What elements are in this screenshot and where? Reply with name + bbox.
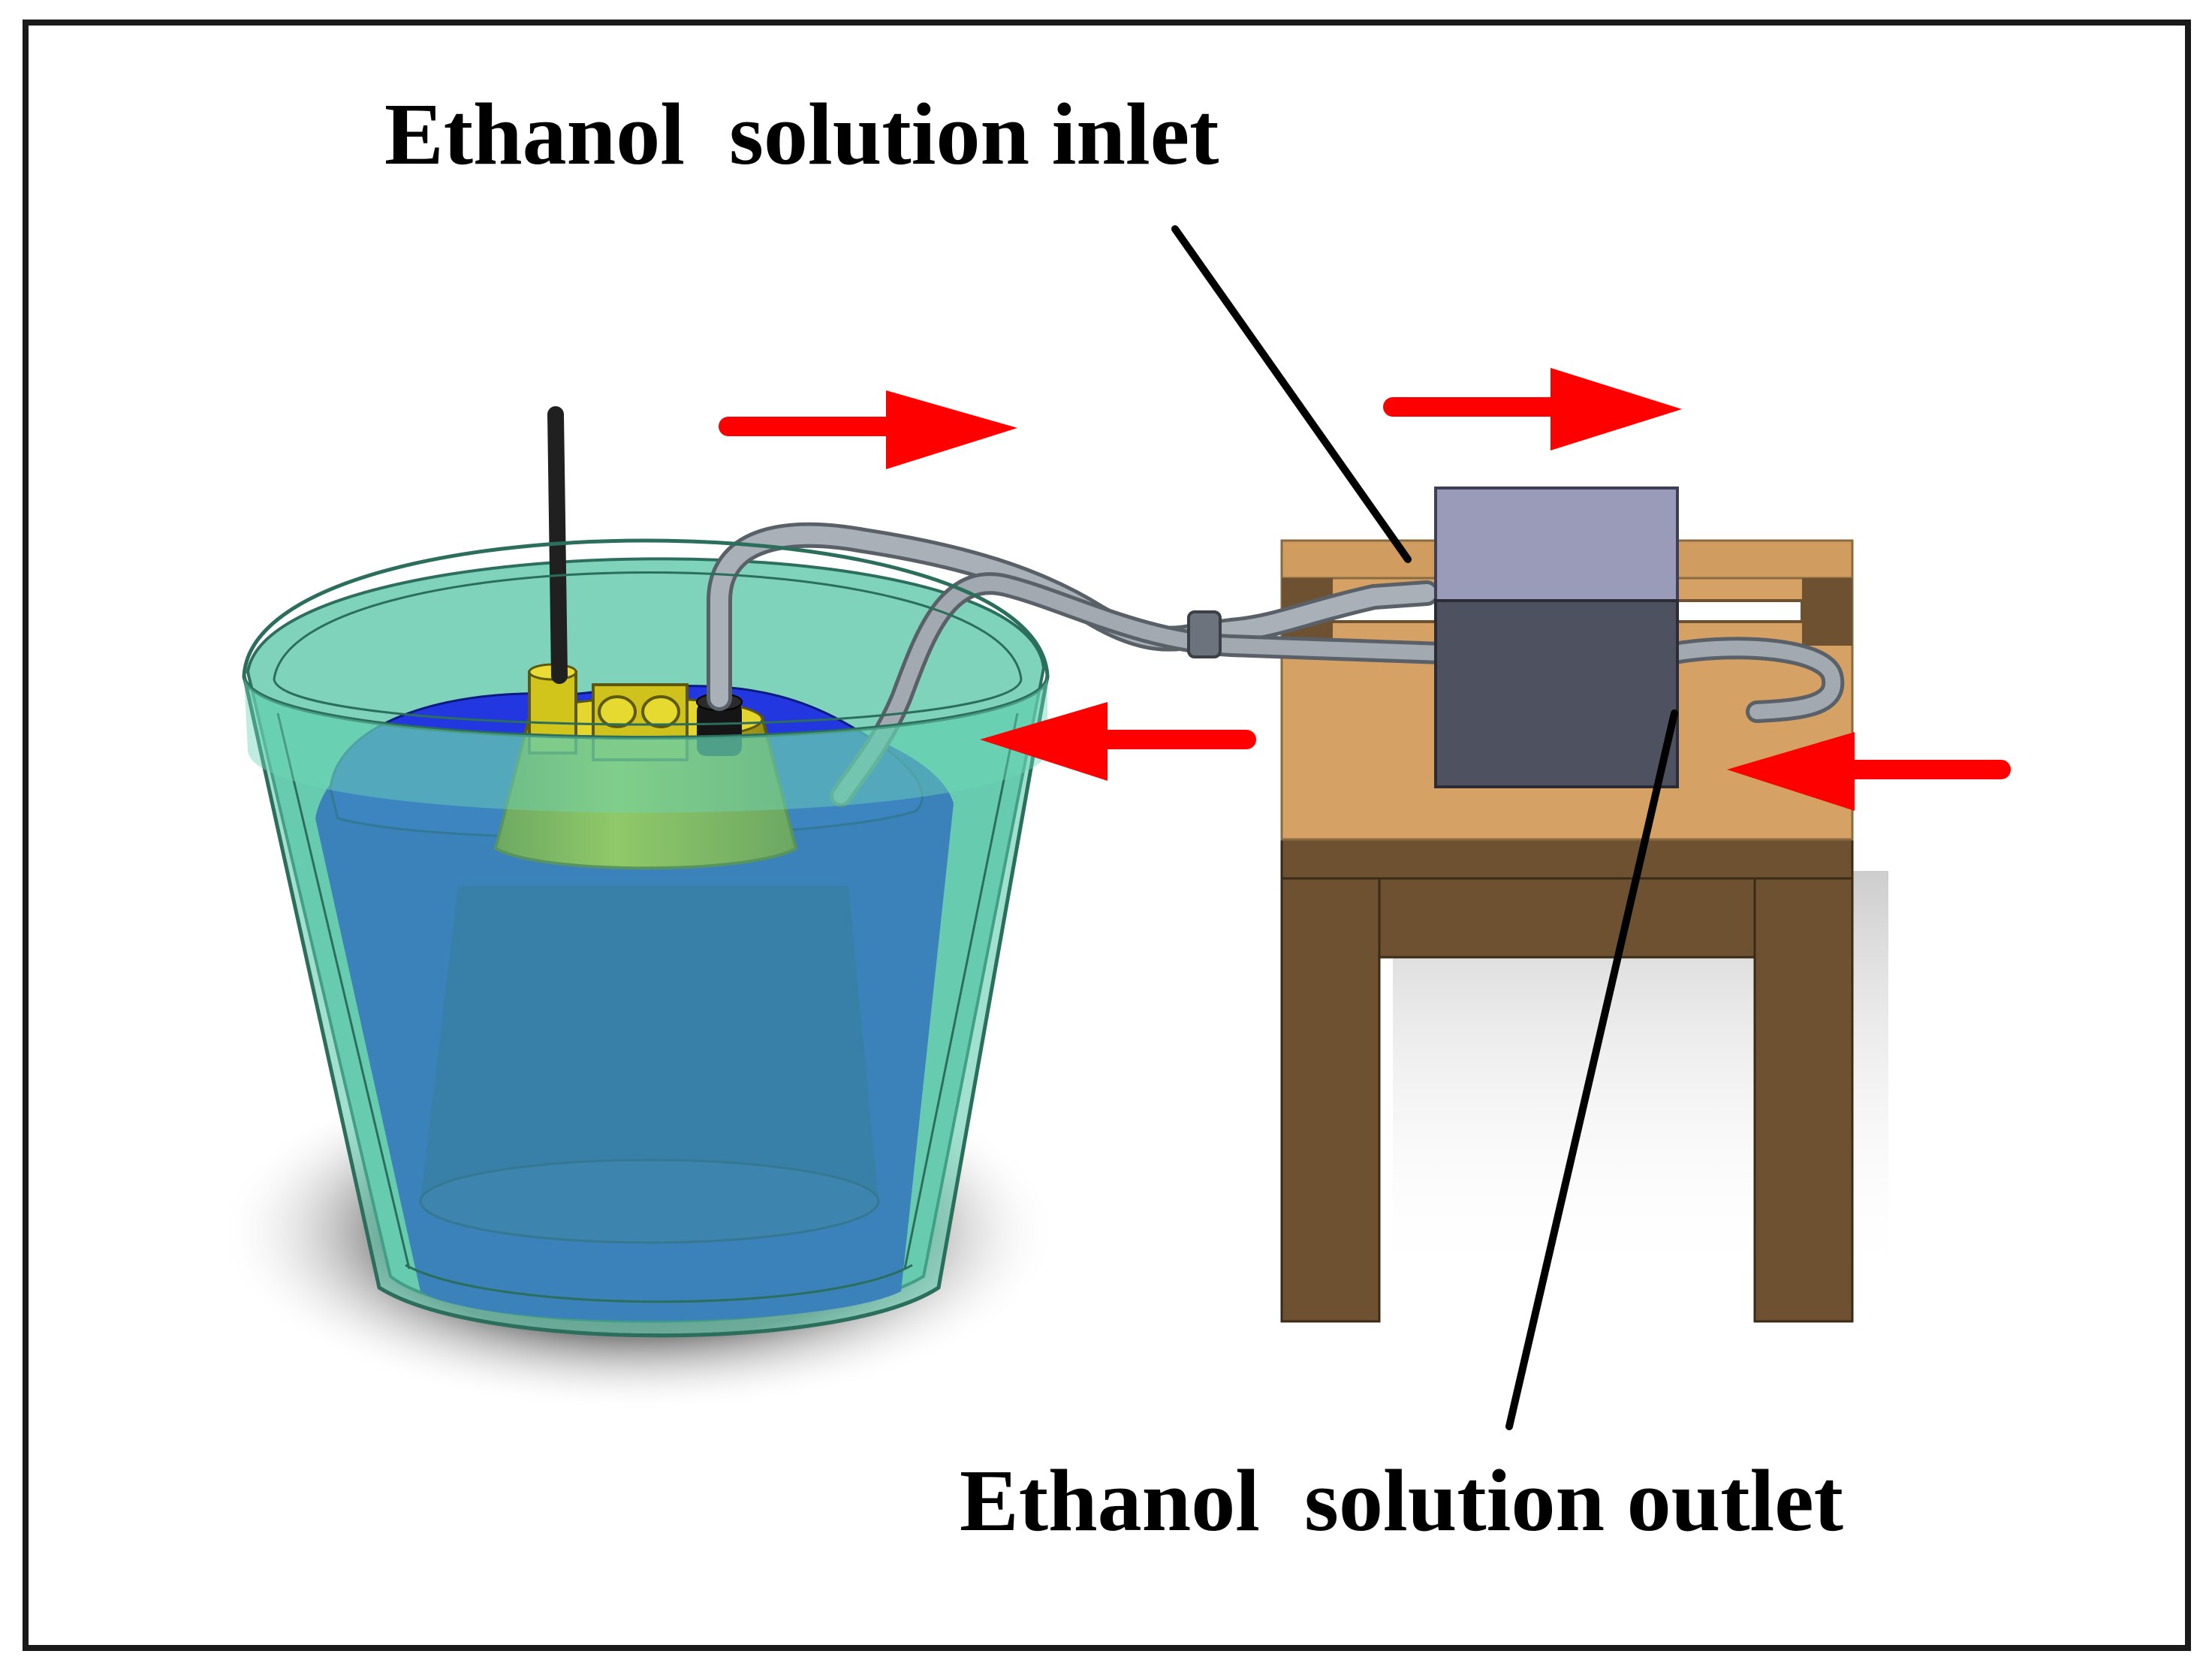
bucket-bottom-rim	[378, 1285, 940, 1338]
bucket-bottom-rim-inner	[405, 1264, 913, 1303]
table-leg-right	[1753, 873, 1854, 1323]
arrow-left-icon	[980, 702, 1256, 781]
bucket-rim-front	[242, 675, 1050, 740]
tube-connector	[1187, 610, 1222, 658]
bucket-inner-wall-line	[276, 712, 1019, 1270]
flow-arrows	[719, 368, 2011, 811]
pump-block-upper	[1434, 487, 1679, 602]
bucket-rim-back	[242, 538, 1050, 676]
inlet-leader-line	[1171, 225, 1412, 563]
bucket-front	[242, 538, 1050, 1338]
table-rear-post-right	[1802, 578, 1852, 646]
arrow-right-icon	[719, 390, 1017, 469]
table-top-slab	[1280, 836, 1854, 880]
table-leg-left	[1280, 873, 1381, 1323]
pump-block-lower	[1434, 599, 1679, 788]
tube-outlet-loop	[1667, 640, 1841, 719]
table-apron	[1378, 873, 1756, 959]
bucket-rim-band	[244, 676, 1047, 813]
port-left	[598, 695, 637, 728]
outlet-label: Ethanol solution outlet	[960, 1451, 1843, 1550]
pump-block	[1434, 487, 1679, 788]
outlet-leader-line	[1505, 709, 1678, 1430]
arrow-right-icon	[1383, 368, 1682, 450]
arrow-left-icon	[1727, 732, 2011, 811]
inlet-label: Ethanol solution inlet	[384, 85, 1219, 183]
port-right	[641, 695, 680, 728]
bucket-rim-inner	[273, 571, 1023, 726]
